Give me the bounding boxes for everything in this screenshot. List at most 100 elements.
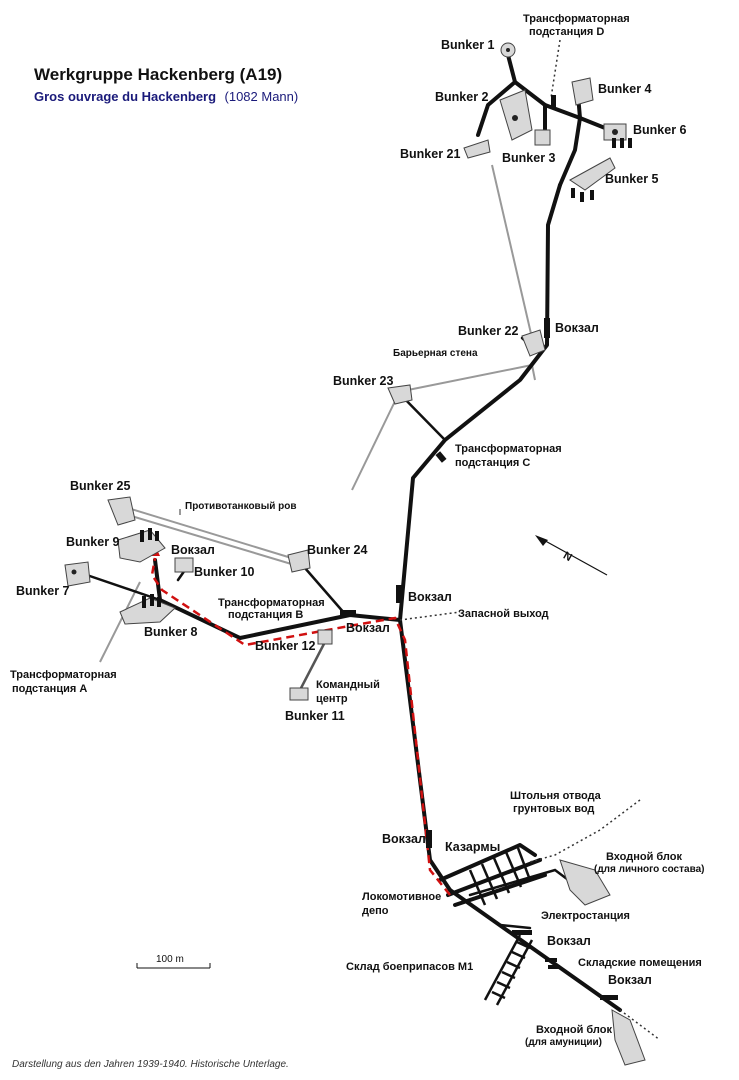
label-barracks: Казармы: [445, 840, 500, 854]
north-arrow: N: [535, 535, 608, 576]
label-station-bottom: Вокзал: [608, 973, 652, 987]
barrier-wall-tick: [531, 364, 536, 381]
entrance-personnel-shape: [559, 859, 611, 906]
label-substation-c-1: Трансформаторная: [455, 443, 562, 455]
label-command-center-1: Командный: [316, 679, 380, 691]
label-bunker-11: Bunker 11: [285, 709, 345, 723]
label-substation-a-1: Трансформаторная: [10, 669, 117, 681]
barracks-hatch: [468, 847, 532, 906]
tunnel-bunker-11: [298, 639, 328, 691]
label-bunker-7: Bunker 7: [16, 584, 70, 598]
station-block-mid: [396, 585, 402, 603]
label-bunker-24: Bunker 24: [307, 543, 367, 557]
bunker-10-shape: [174, 557, 194, 573]
bunker-5-shape: [569, 157, 616, 191]
drainage-tunnel: [529, 799, 641, 863]
station-block-lower: [426, 830, 432, 848]
barrier-wall-east: [397, 364, 533, 393]
bunker-22-shape: [521, 329, 546, 357]
tunnel-west: [158, 598, 402, 640]
north-label: N: [561, 550, 574, 564]
label-station-b: Вокзал: [346, 621, 390, 635]
tunnel-ammo-store: [498, 923, 532, 930]
bunker-2-dot: [512, 115, 518, 121]
tunnel-main-trunk: [398, 183, 562, 892]
entrance-ammo-shape: [611, 1009, 646, 1066]
label-substation-b-2: подстанция B: [228, 609, 303, 621]
tunnel-north-2: [476, 80, 517, 137]
bunker-7-dot: [71, 569, 77, 575]
label-substation-d-1: Трансформаторная: [523, 13, 630, 25]
label-bunker-8: Bunker 8: [144, 625, 198, 639]
label-substation-a-2: подстанция A: [12, 683, 87, 695]
label-bunker-2: Bunker 2: [435, 90, 489, 104]
bunker-2-shape: [499, 89, 533, 141]
map-subtitle: Gros ouvrage du Hackenberg (1082 Mann): [34, 88, 298, 105]
tunnel-south: [448, 888, 622, 1012]
ammo-store-ladder: [483, 934, 534, 1006]
label-power-station: Электростанция: [541, 910, 630, 922]
label-bunker-22: Bunker 22: [458, 324, 518, 338]
north-arrow-icon: [535, 535, 548, 546]
scale-label: 100 m: [156, 954, 184, 965]
label-barrier-wall: Барьерная стена: [393, 348, 478, 359]
tunnel-network: [76, 53, 622, 1012]
antitank-ditch-line-2: [117, 511, 299, 567]
tunnel-bunker-9: [153, 558, 162, 602]
label-substation-c-2: подстанция C: [455, 457, 530, 469]
north-arrow-line: [539, 537, 608, 576]
label-bunker-23: Bunker 23: [333, 374, 393, 388]
substation-d-block: [551, 95, 556, 107]
bunker-12-shape: [317, 629, 333, 645]
label-command-center-2: центр: [316, 693, 348, 705]
bunker-24-shape: [287, 549, 311, 573]
label-entrance-ammo: Входной блок: [536, 1024, 612, 1036]
label-bunker-6: Bunker 6: [633, 123, 687, 137]
bunker-23-shape: [387, 384, 413, 405]
visitor-route: [150, 557, 451, 896]
footer-note: Darstellung aus den Jahren 1939-1940. Hi…: [12, 1059, 289, 1070]
bunker-25-shape: [107, 496, 136, 526]
label-bunker-3: Bunker 3: [502, 151, 556, 165]
ammo-entrance-path: [619, 1009, 661, 1041]
label-warehouses: Складские помещения: [578, 957, 702, 969]
label-station-depot: Вокзал: [547, 934, 591, 948]
label-entrance-personnel: Входной блок: [606, 851, 682, 863]
label-entrance-ammo-sub: (для амуниции): [525, 1037, 602, 1048]
label-station-top: Вокзал: [555, 321, 599, 335]
label-emergency-exit: Запасной выход: [458, 608, 549, 620]
label-bunker-9: Bunker 9: [66, 535, 120, 549]
station-block-bottom-2: [600, 995, 618, 1000]
label-bunker-4: Bunker 4: [598, 82, 652, 96]
tunnel-barracks-top: [438, 843, 537, 882]
substation-a-link: [99, 581, 141, 663]
labels: Bunker 1 Трансформаторная подстанция D B…: [10, 13, 704, 1048]
label-drainage-1: Штольня отвода: [510, 790, 602, 802]
label-antitank-ditch: Противотанковый ров: [185, 501, 297, 512]
substation-d-pointer: [550, 39, 561, 99]
label-bunker-25: Bunker 25: [70, 479, 130, 493]
map-subtitle-bold: Gros ouvrage du Hackenberg: [34, 89, 216, 104]
tunnel-barracks-3: [453, 873, 547, 907]
label-depot-1: Локомотивное: [362, 891, 441, 903]
label-ammo-store: Склад боеприпасов M1: [346, 961, 473, 973]
bunker-7-shape: [64, 561, 91, 587]
label-station-lower: Вокзал: [382, 832, 426, 846]
bunker-4-shape: [571, 77, 594, 106]
turret-marks: [140, 138, 632, 608]
label-bunker-1: Bunker 1: [441, 38, 495, 52]
tunnel-north-5: [558, 116, 582, 187]
label-substation-b-1: Трансформаторная: [218, 597, 325, 609]
bunker-9-shape: [117, 529, 166, 563]
bunker-1-dot: [506, 48, 510, 52]
label-station-west: Вокзал: [171, 543, 215, 557]
label-substation-d-2: подстанция D: [529, 26, 604, 38]
station-block-top: [544, 318, 550, 338]
label-bunker-12: Bunker 12: [255, 639, 315, 653]
barrier-lines: [99, 39, 561, 663]
warehouse-block-1: [545, 958, 557, 962]
barrier-wall-west: [351, 394, 399, 491]
station-block-b: [340, 610, 356, 616]
label-bunker-21: Bunker 21: [400, 147, 460, 161]
